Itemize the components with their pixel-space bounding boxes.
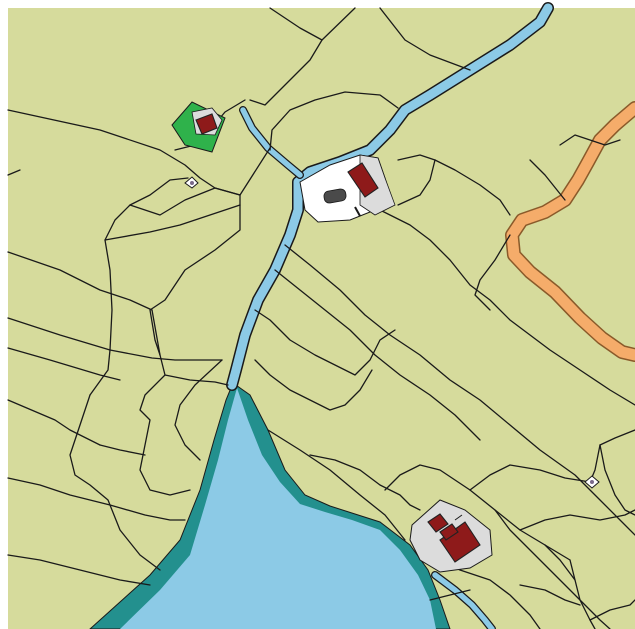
green-plot-farmstead[interactable] — [171, 101, 226, 153]
point-marker-left[interactable] — [184, 176, 199, 189]
farmstead-lower-right[interactable] — [409, 499, 493, 573]
farmstead-center[interactable] — [299, 154, 396, 223]
stream — [226, 2, 554, 629]
road — [505, 101, 635, 362]
lake — [89, 382, 451, 629]
point-marker-right[interactable] — [584, 475, 600, 489]
